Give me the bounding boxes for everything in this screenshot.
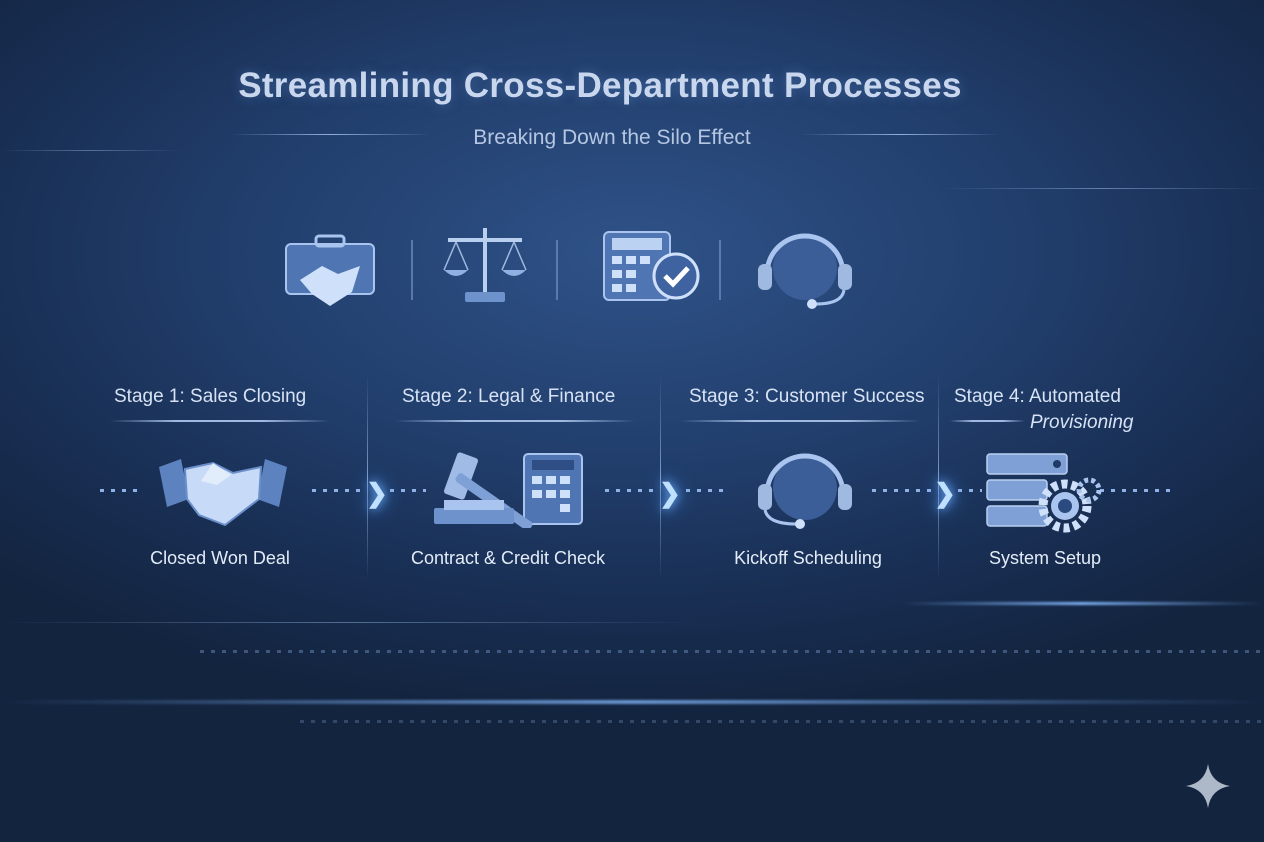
flow-dots <box>958 489 982 492</box>
chevron-right-icon: ❯ <box>934 478 956 508</box>
flow-dots <box>100 489 140 492</box>
flow-dots <box>872 489 934 492</box>
icon-divider <box>719 240 721 300</box>
stage-underline <box>950 420 1025 422</box>
stage-2-label: Contract & Credit Check <box>410 548 606 568</box>
stage-underline <box>680 420 920 422</box>
scales-icon <box>443 228 527 302</box>
decor-dots <box>300 720 1264 723</box>
chevron-right-icon: ❯ <box>366 478 388 508</box>
flow-dots <box>686 489 726 492</box>
subtitle-line-left <box>230 134 430 135</box>
stage-underline <box>395 420 635 422</box>
headset-icon <box>758 453 852 529</box>
page-title: Streamlining Cross-Department Processes <box>238 66 962 105</box>
decor-line <box>0 150 180 151</box>
flow-dots <box>312 489 364 492</box>
stage-underline <box>110 420 330 422</box>
headset-icon <box>758 233 852 309</box>
stage-divider <box>660 375 661 580</box>
light-streak <box>900 602 1264 605</box>
handshake-icon <box>159 459 287 527</box>
stage-1-heading: Stage 1: Sales Closing <box>114 386 307 407</box>
flow-dots <box>605 489 657 492</box>
page-subtitle: Breaking Down the Silo Effect <box>473 126 751 149</box>
stage-4-heading-cont: Provisioning <box>1030 412 1134 433</box>
server-gear-icon <box>986 453 1102 533</box>
decor-line <box>940 188 1264 189</box>
stage-1-label: Closed Won Deal <box>150 548 290 568</box>
stage-4-label: System Setup <box>988 548 1102 568</box>
light-streak <box>0 700 1264 704</box>
icon-divider <box>556 240 558 300</box>
briefcase-handshake-icon <box>285 234 375 306</box>
stage-divider <box>938 375 939 580</box>
decor-line <box>0 622 700 623</box>
stage-2-heading: Stage 2: Legal & Finance <box>402 386 616 407</box>
chevron-right-icon: ❯ <box>659 478 681 508</box>
flow-dots <box>390 489 426 492</box>
stage-4-heading: Stage 4: Automated <box>954 386 1121 407</box>
stage-3-heading: Stage 3: Customer Success <box>689 386 925 407</box>
stage-3-label: Kickoff Scheduling <box>734 548 882 568</box>
stage-divider <box>367 375 368 580</box>
gavel-calculator-icon <box>434 452 583 528</box>
calculator-check-icon <box>603 231 700 301</box>
icon-divider <box>411 240 413 300</box>
sparkle-icon <box>1186 764 1230 808</box>
decor-dots <box>200 650 1264 653</box>
subtitle-line-right <box>800 134 1000 135</box>
flow-dots <box>1100 489 1170 492</box>
